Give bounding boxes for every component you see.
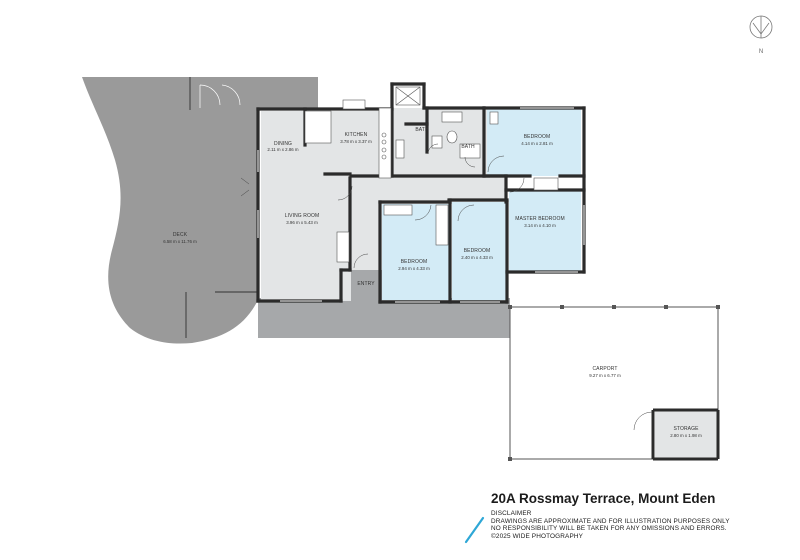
accent-slash-icon <box>464 516 485 544</box>
deck-railing <box>185 77 258 338</box>
disclaimer-heading: DISCLAIMER <box>491 510 532 517</box>
label-master-name: MASTER BEDROOM <box>515 216 564 222</box>
label-dining-name: DINING <box>274 141 292 147</box>
compass-icon <box>749 15 773 39</box>
label-bedroom-ne-name: BEDROOM <box>524 134 551 140</box>
label-carport-name: CARPORT <box>592 366 617 372</box>
disclaimer-line-2: NO RESPONSIBILITY WILL BE TAKEN FOR ANY … <box>491 525 727 533</box>
storage-walls <box>651 408 720 461</box>
label-deck-dims: 6.58 m x 11.76 m <box>163 239 197 244</box>
deck-door <box>199 84 241 108</box>
label-bedroom-w-dims: 2.94 m x 4.33 m <box>398 266 430 271</box>
label-bedroom-c-name: BEDROOM <box>464 248 491 254</box>
paving-area <box>258 298 510 338</box>
label-storage-name: STORAGE <box>673 426 699 432</box>
label-kitchen-name: KITCHEN <box>345 132 368 138</box>
windows <box>257 107 585 303</box>
deck-step <box>190 77 318 108</box>
disclaimer-line-3: ©2025 WIDE PHOTOGRAPHY <box>491 532 584 540</box>
compass-north-label: N <box>758 49 764 55</box>
storage-door <box>633 411 653 431</box>
disclaimer-line-1: DRAWINGS ARE APPROXIMATE AND FOR ILLUSTR… <box>491 517 730 525</box>
property-title: 20A Rossmay Terrace, Mount Eden <box>491 491 716 506</box>
label-entry-name: ENTRY <box>357 281 375 287</box>
label-storage-dims: 2.80 m x 1.98 m <box>670 433 702 438</box>
doors <box>240 143 525 269</box>
bedroom-fill <box>382 108 581 300</box>
label-bedroom-c-dims: 2.40 m x 4.33 m <box>461 255 493 260</box>
deck-area <box>82 77 258 344</box>
label-carport-dims: 9.27 m x 6.77 m <box>589 373 621 378</box>
label-living-dims: 3.96 m x 5.43 m <box>286 220 318 225</box>
label-bedroom-w-name: BEDROOM <box>401 259 428 265</box>
disclaimer-block: DISCLAIMER DRAWINGS ARE APPROXIMATE AND … <box>491 510 730 540</box>
label-dining-dims: 2.11 m x 2.86 m <box>267 147 298 152</box>
carport-posts <box>508 305 720 461</box>
bath-fixtures <box>395 86 499 159</box>
label-living-name: LIVING ROOM <box>285 213 319 219</box>
storage-area <box>655 411 717 458</box>
kitchen-fixtures <box>304 99 392 179</box>
label-kitchen-dims: 3.78 m x 3.37 m <box>340 139 372 144</box>
label-bath1-name: BATH <box>415 127 429 133</box>
label-deck-name: DECK <box>173 232 188 238</box>
room-labels: DECK 6.58 m x 11.76 m DINING 2.11 m x 2.… <box>163 127 702 438</box>
wardrobes <box>336 177 559 263</box>
label-bedroom-ne-dims: 4.14 m x 2.81 m <box>521 141 553 146</box>
label-bath2-name: BATH <box>461 144 475 150</box>
label-master-dims: 3.14 m x 4.10 m <box>524 223 556 228</box>
